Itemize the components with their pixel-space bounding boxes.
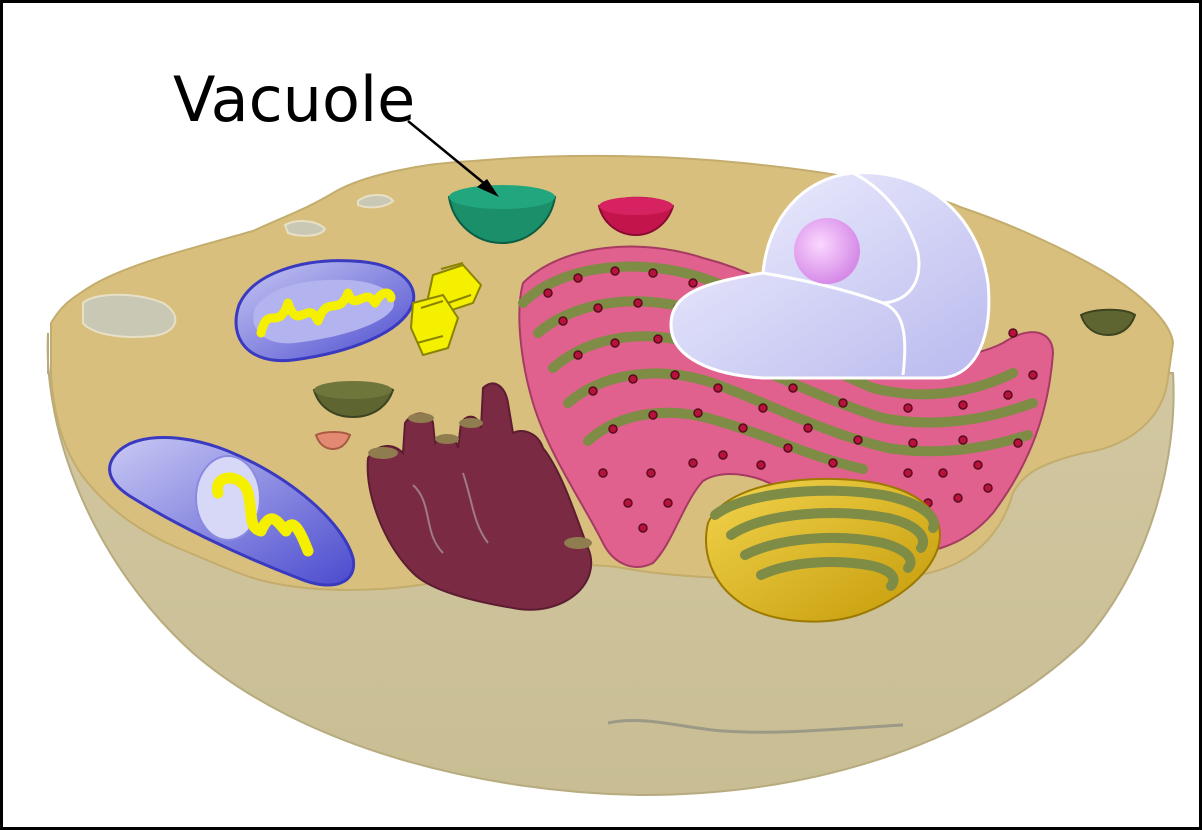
nucleolus	[794, 218, 860, 284]
vacuole-rim	[449, 185, 555, 209]
vesicle-olive-rim	[314, 381, 392, 399]
vacuole-label: Vacuole	[173, 63, 415, 136]
vesicle-red-rim	[599, 197, 673, 215]
animal-cell-diagram: Vacuole	[3, 3, 1199, 827]
